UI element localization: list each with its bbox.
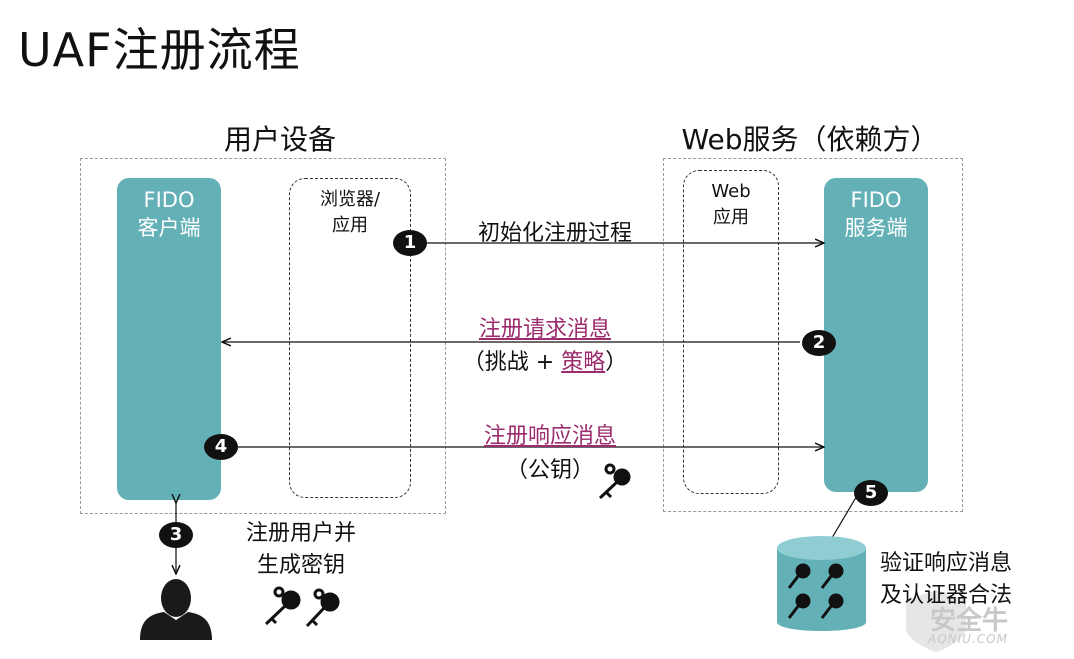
step2-sub-message: （挑战 + 策略） [440, 344, 650, 376]
step-5-badge: 5 [854, 480, 888, 506]
server-caption: 验证响应消息 及认证器合法 [880, 548, 1060, 612]
server-caption-line1: 验证响应消息 [880, 551, 1013, 576]
user-device-group [80, 158, 446, 514]
page-title: UAF注册流程 [18, 23, 301, 77]
watermark-sub: AQNIU.COM [928, 632, 1008, 646]
step-4-badge: 4 [204, 434, 238, 460]
registration-request-link[interactable]: 注册请求消息 [478, 317, 611, 342]
step4-sub-message: （公钥） [505, 458, 594, 483]
watermark-logo [906, 590, 966, 652]
client-label-line2: 客户端 [137, 216, 201, 240]
server-label-line2: 服务端 [844, 216, 908, 240]
key-icon [598, 463, 631, 500]
fido-client-pillar: FIDO 客户端 [117, 178, 221, 500]
registration-response-link[interactable]: 注册响应消息 [483, 424, 616, 449]
user-caption-line2: 生成密钥 [256, 553, 345, 578]
fido-server-pillar: FIDO 服务端 [824, 178, 928, 492]
user-caption: 注册用户并 生成密钥 [226, 518, 376, 582]
policy-link[interactable]: 策略 [561, 350, 606, 375]
step2-paren-close: ） [605, 350, 628, 375]
client-label-line1: FIDO [143, 188, 195, 212]
step1-message: 初始化注册过程 [477, 221, 632, 246]
webapp-label-line1: Web [711, 181, 751, 202]
step-2-badge: 2 [802, 330, 836, 356]
web-app-box: Web 应用 [683, 170, 779, 494]
step2-paren-open: （挑战 + [462, 350, 562, 375]
step-1-badge: 1 [393, 230, 427, 256]
step-3-badge: 3 [159, 522, 193, 548]
browser-app-box: 浏览器/ 应用 [289, 178, 411, 498]
user-device-heading: 用户设备 [223, 123, 336, 156]
server-label-line1: FIDO [850, 188, 902, 212]
key-icon [264, 586, 340, 628]
user-icon [140, 579, 212, 640]
browser-label-line2: 应用 [332, 215, 368, 236]
key-icon [787, 563, 844, 619]
server-caption-line2: 及认证器合法 [880, 583, 1013, 608]
webapp-label-line2: 应用 [713, 207, 749, 228]
user-caption-line1: 注册用户并 [245, 521, 356, 546]
web-service-group [663, 158, 963, 512]
web-service-heading: Web服务（依赖方） [681, 123, 939, 156]
watermark-text: 安全牛 [930, 606, 1009, 636]
browser-label-line1: 浏览器/ [319, 189, 381, 210]
